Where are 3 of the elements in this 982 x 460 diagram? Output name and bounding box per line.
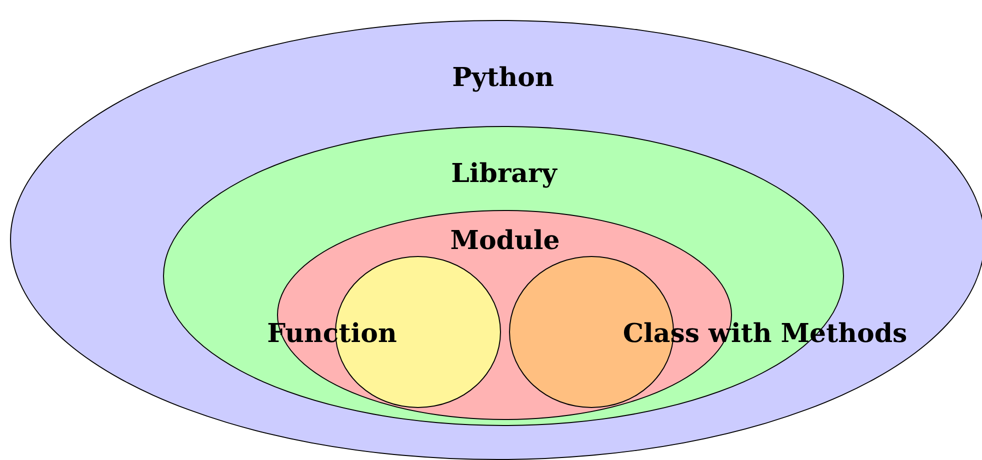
- ellipse-label: Library: [451, 161, 557, 187]
- ellipse-label: Module: [450, 228, 560, 254]
- ellipse-label: Python: [452, 65, 554, 91]
